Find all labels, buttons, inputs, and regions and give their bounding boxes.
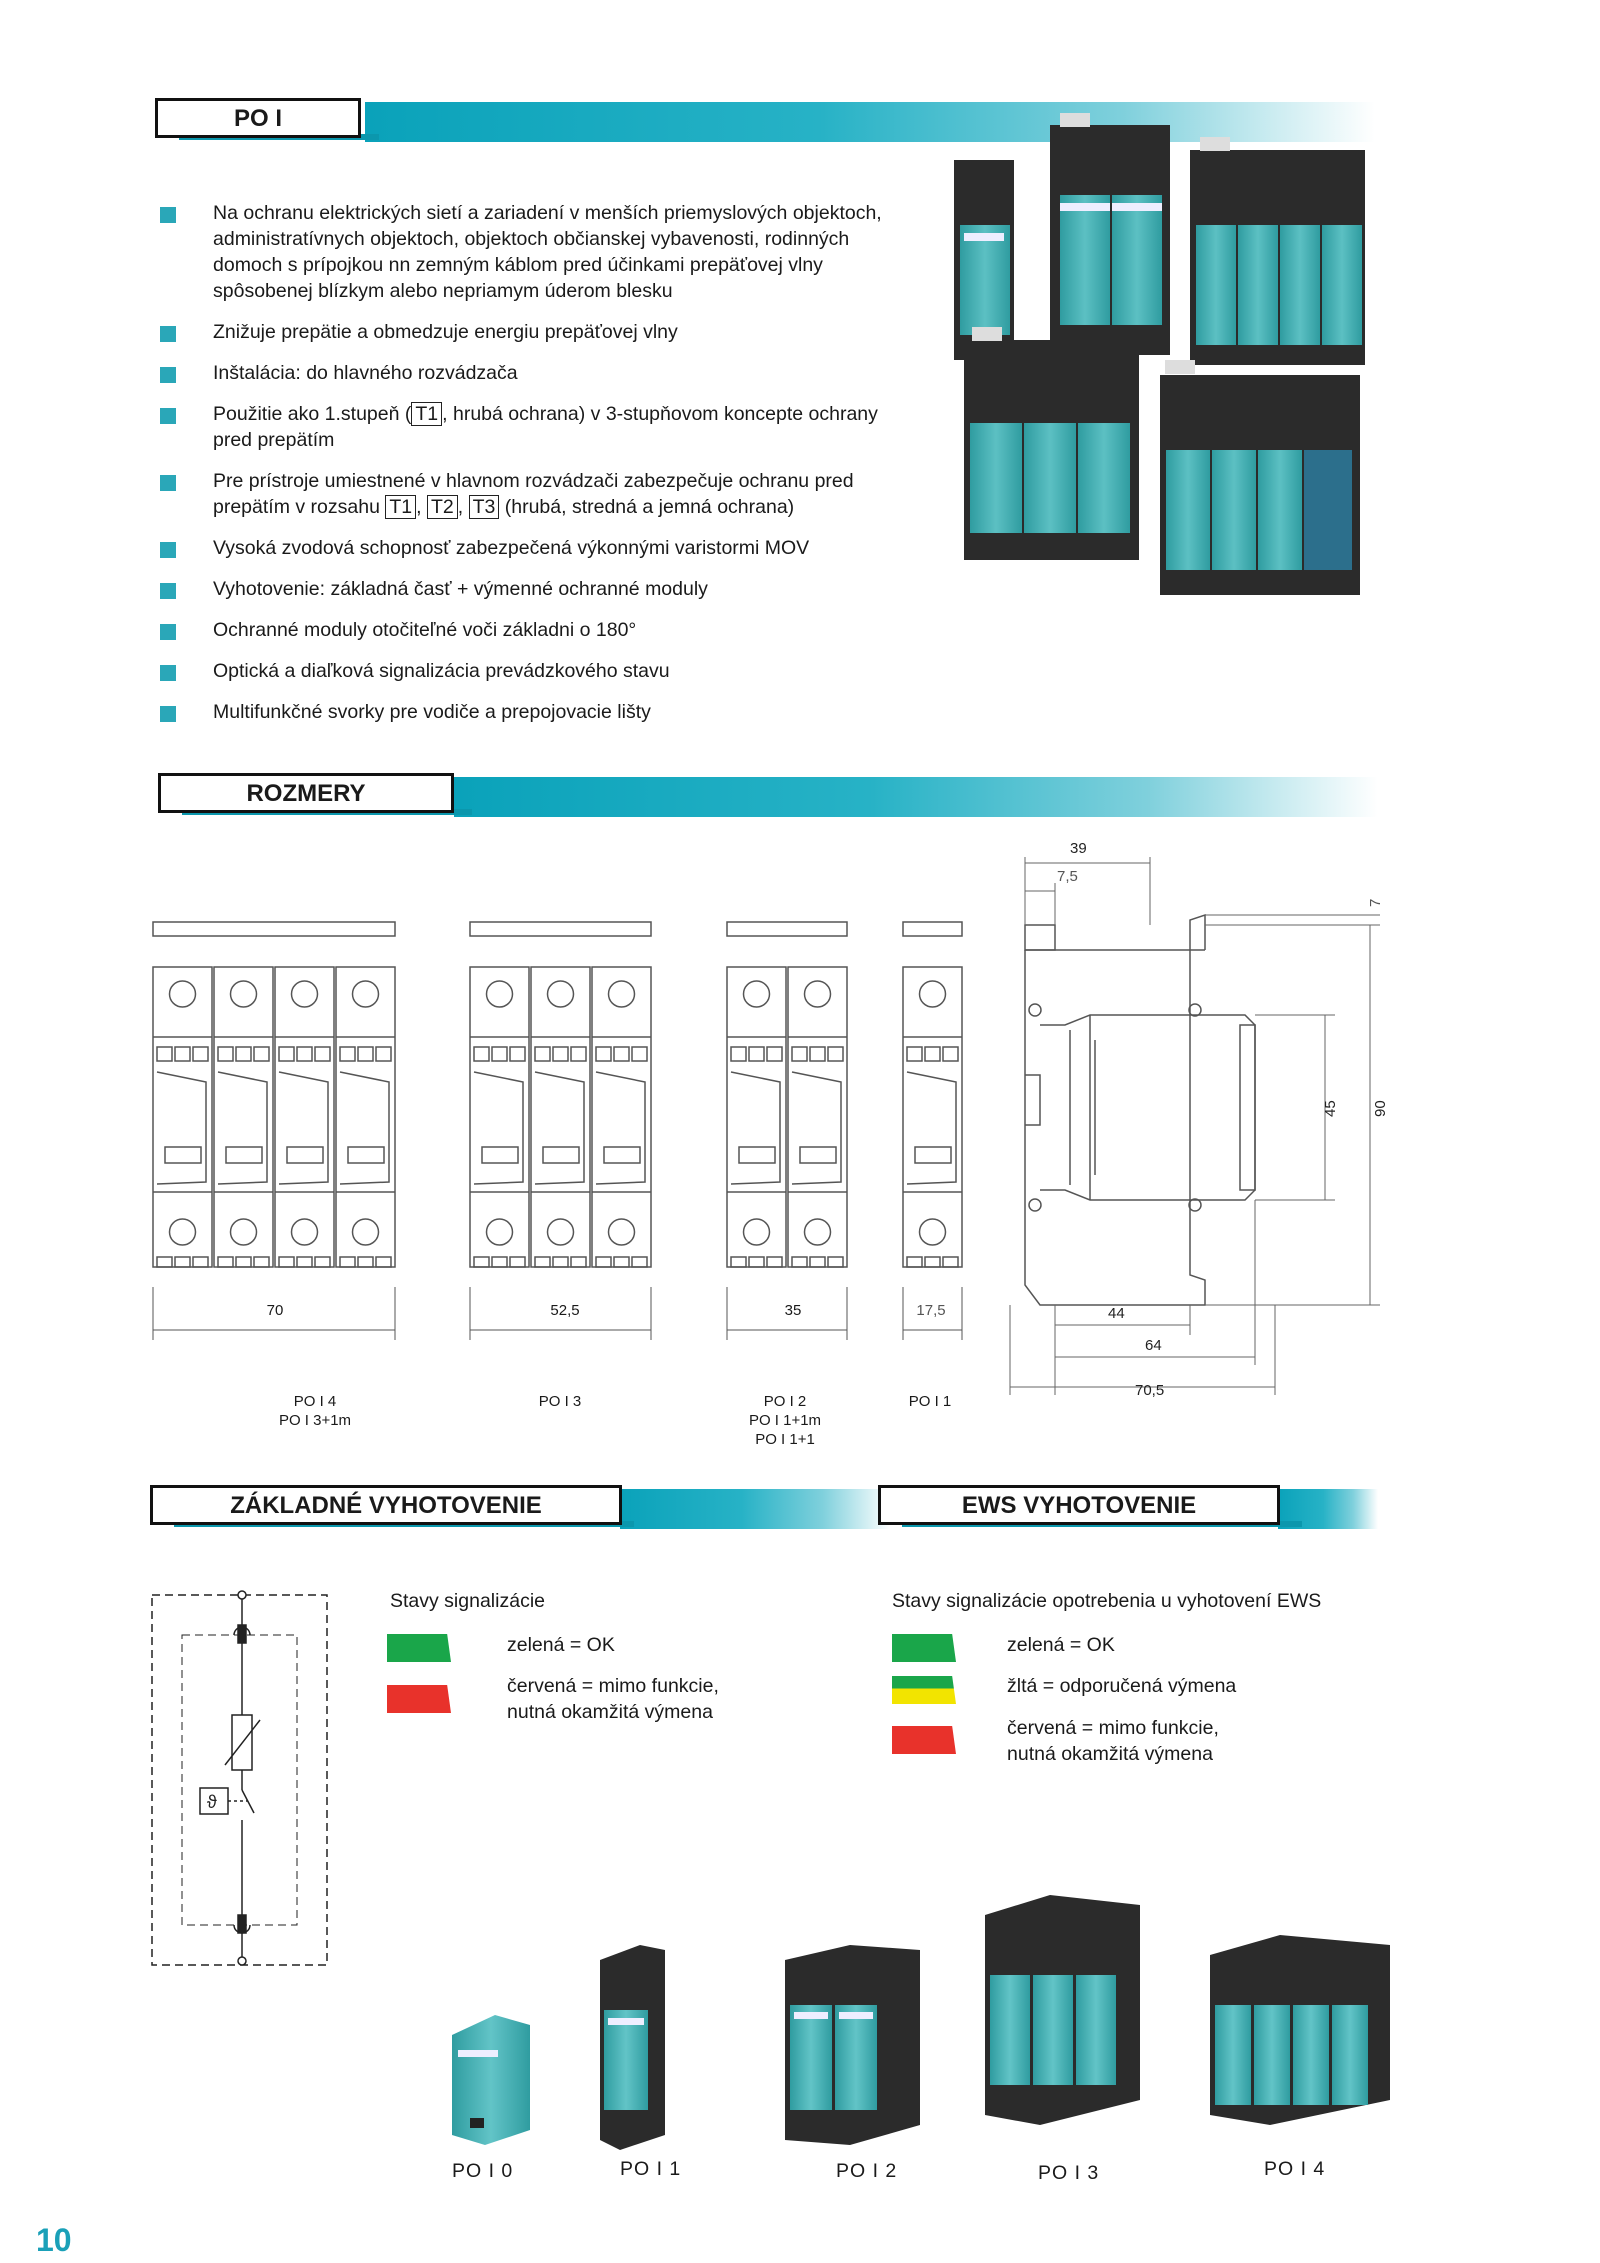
side-dim-7: 7	[1367, 899, 1384, 907]
bullet-square-icon	[160, 624, 176, 640]
list-item: Vyhotovenie: základná časť + výmenné och…	[160, 576, 920, 602]
width-70: 70	[266, 1302, 284, 1319]
t1-badge: T1	[385, 495, 417, 519]
feature-list: Na ochranu elektrických sietí a zariaden…	[160, 200, 920, 740]
bullet-square-icon	[160, 475, 176, 491]
t2-badge: T2	[426, 495, 458, 519]
model-label-po12: PO I 2 PO I 1+1m PO I 1+1	[748, 1393, 822, 1448]
swatch-red	[387, 1685, 451, 1713]
page-number: 10	[36, 2222, 72, 2258]
model-label-po11: PO I 1	[908, 1393, 952, 1410]
product-po-i-1	[600, 1945, 665, 2150]
module-drawing	[902, 966, 963, 1268]
module-drawing	[591, 966, 652, 1268]
top-rail	[902, 921, 963, 937]
circuit-schematic: ϑ	[151, 1590, 328, 1966]
signal-ews-title: Stavy signalizácie opotrebenia u vyhotov…	[892, 1590, 1322, 1612]
po1-title: PO I	[155, 98, 361, 138]
top-rail	[152, 921, 396, 937]
bullet-square-icon	[160, 583, 176, 599]
module-drawing	[335, 966, 396, 1268]
width-52-5: 52,5	[550, 1302, 580, 1319]
legend-red-fail: červená = mimo funkcie, nutná okamžitá v…	[507, 1675, 719, 1723]
list-item: Pre prístroje umiestnené v hlavnom rozvá…	[160, 468, 920, 520]
rozmery-header: ROZMERY	[158, 773, 1378, 817]
side-dim-45: 45	[1322, 1100, 1339, 1117]
product-po-i-3	[985, 1895, 1140, 2125]
product-po-i-4	[1210, 1935, 1390, 2125]
basic-version-title: ZÁKLADNÉ VYHOTOVENIE	[150, 1485, 622, 1525]
side-view-drawing: 39 7,5 7 45 90 44 64 70,5	[1009, 840, 1389, 1399]
bullet-square-icon	[160, 207, 176, 223]
swatch-red	[892, 1726, 956, 1754]
side-dim-7-5: 7,5	[1057, 868, 1078, 885]
module-drawing	[152, 966, 213, 1268]
swatch-yellow	[892, 1676, 956, 1704]
module-drawing	[274, 966, 335, 1268]
list-item: Znižuje prepätie a obmedzuje energiu pre…	[160, 319, 920, 345]
basic-version-header: ZÁKLADNÉ VYHOTOVENIE	[150, 1485, 890, 1529]
side-dim-70-5: 70,5	[1135, 1382, 1164, 1399]
model-label-po14: PO I 4 PO I 3+1m	[278, 1393, 352, 1429]
product-label-po-i-1: PO I 1	[620, 2158, 682, 2180]
product-row	[452, 1895, 1390, 2150]
bullet-square-icon	[160, 367, 176, 383]
legend-green-ok: zelená = OK	[1007, 1634, 1115, 1656]
product-label-po-i-2: PO I 2	[836, 2160, 898, 2182]
list-item: Optická a diaľková signalizácia prevádzk…	[160, 658, 920, 684]
list-item: Inštalácia: do hlavného rozvádzača	[160, 360, 920, 386]
top-rail	[726, 921, 848, 937]
t1-badge: T1	[411, 402, 443, 426]
product-4pole-ews	[1160, 360, 1360, 595]
list-item: Použitie ako 1.stupeň (T1, hrubá ochrana…	[160, 401, 920, 453]
side-dim-39: 39	[1070, 840, 1087, 857]
bullet-square-icon	[160, 665, 176, 681]
top-rail	[469, 921, 652, 937]
list-item: Ochranné moduly otočiteľné voči základni…	[160, 617, 920, 643]
module-drawing	[213, 966, 274, 1268]
legend-green-ok: zelená = OK	[507, 1634, 615, 1656]
width-35: 35	[784, 1302, 802, 1319]
bullet-square-icon	[160, 408, 176, 424]
product-group-photo	[954, 113, 1365, 595]
product-label-po-i-0: PO I 0	[452, 2160, 514, 2182]
t3-badge: T3	[468, 495, 500, 519]
ews-version-header: EWS VYHOTOVENIE	[878, 1485, 1378, 1529]
bullet-square-icon	[160, 542, 176, 558]
side-dim-64: 64	[1145, 1337, 1162, 1354]
module-drawing	[469, 966, 530, 1268]
list-item: Multifunkčné svorky pre vodiče a prepojo…	[160, 699, 920, 725]
side-dim-90: 90	[1372, 1100, 1389, 1117]
list-item: Vysoká zvodová schopnosť zabezpečená výk…	[160, 535, 920, 561]
product-label-po-i-3: PO I 3	[1038, 2162, 1100, 2184]
ews-version-title: EWS VYHOTOVENIE	[878, 1485, 1280, 1525]
list-item: Na ochranu elektrických sietí a zariaden…	[160, 200, 920, 304]
legend-red-fail: červená = mimo funkcie, nutná okamžitá v…	[1007, 1717, 1219, 1765]
legend-yellow-replace: žltá = odporučená výmena	[1007, 1675, 1237, 1697]
bullet-square-icon	[160, 326, 176, 342]
product-po-i-0	[452, 2015, 530, 2145]
width-17-5: 17,5	[916, 1302, 946, 1319]
product-4pole	[1190, 137, 1365, 365]
po1-header: PO I	[155, 98, 1375, 142]
product-1pole	[954, 160, 1014, 360]
bullet-square-icon	[160, 706, 176, 722]
product-po-i-2	[785, 1945, 920, 2145]
product-2pole	[1050, 113, 1170, 355]
module-drawing	[530, 966, 591, 1268]
theta-symbol: ϑ	[207, 1792, 217, 1812]
swatch-green	[892, 1634, 956, 1662]
module-drawing	[726, 966, 787, 1268]
product-label-po-i-4: PO I 4	[1264, 2158, 1326, 2180]
product-3pole	[964, 327, 1139, 560]
front-view-drawings	[152, 921, 963, 1340]
side-dim-44: 44	[1108, 1305, 1125, 1322]
swatch-green	[387, 1634, 451, 1662]
rozmery-title: ROZMERY	[158, 773, 454, 813]
model-label-po13: PO I 3	[538, 1393, 582, 1410]
module-drawing	[787, 966, 848, 1268]
signal-basic-title: Stavy signalizácie	[390, 1590, 545, 1612]
